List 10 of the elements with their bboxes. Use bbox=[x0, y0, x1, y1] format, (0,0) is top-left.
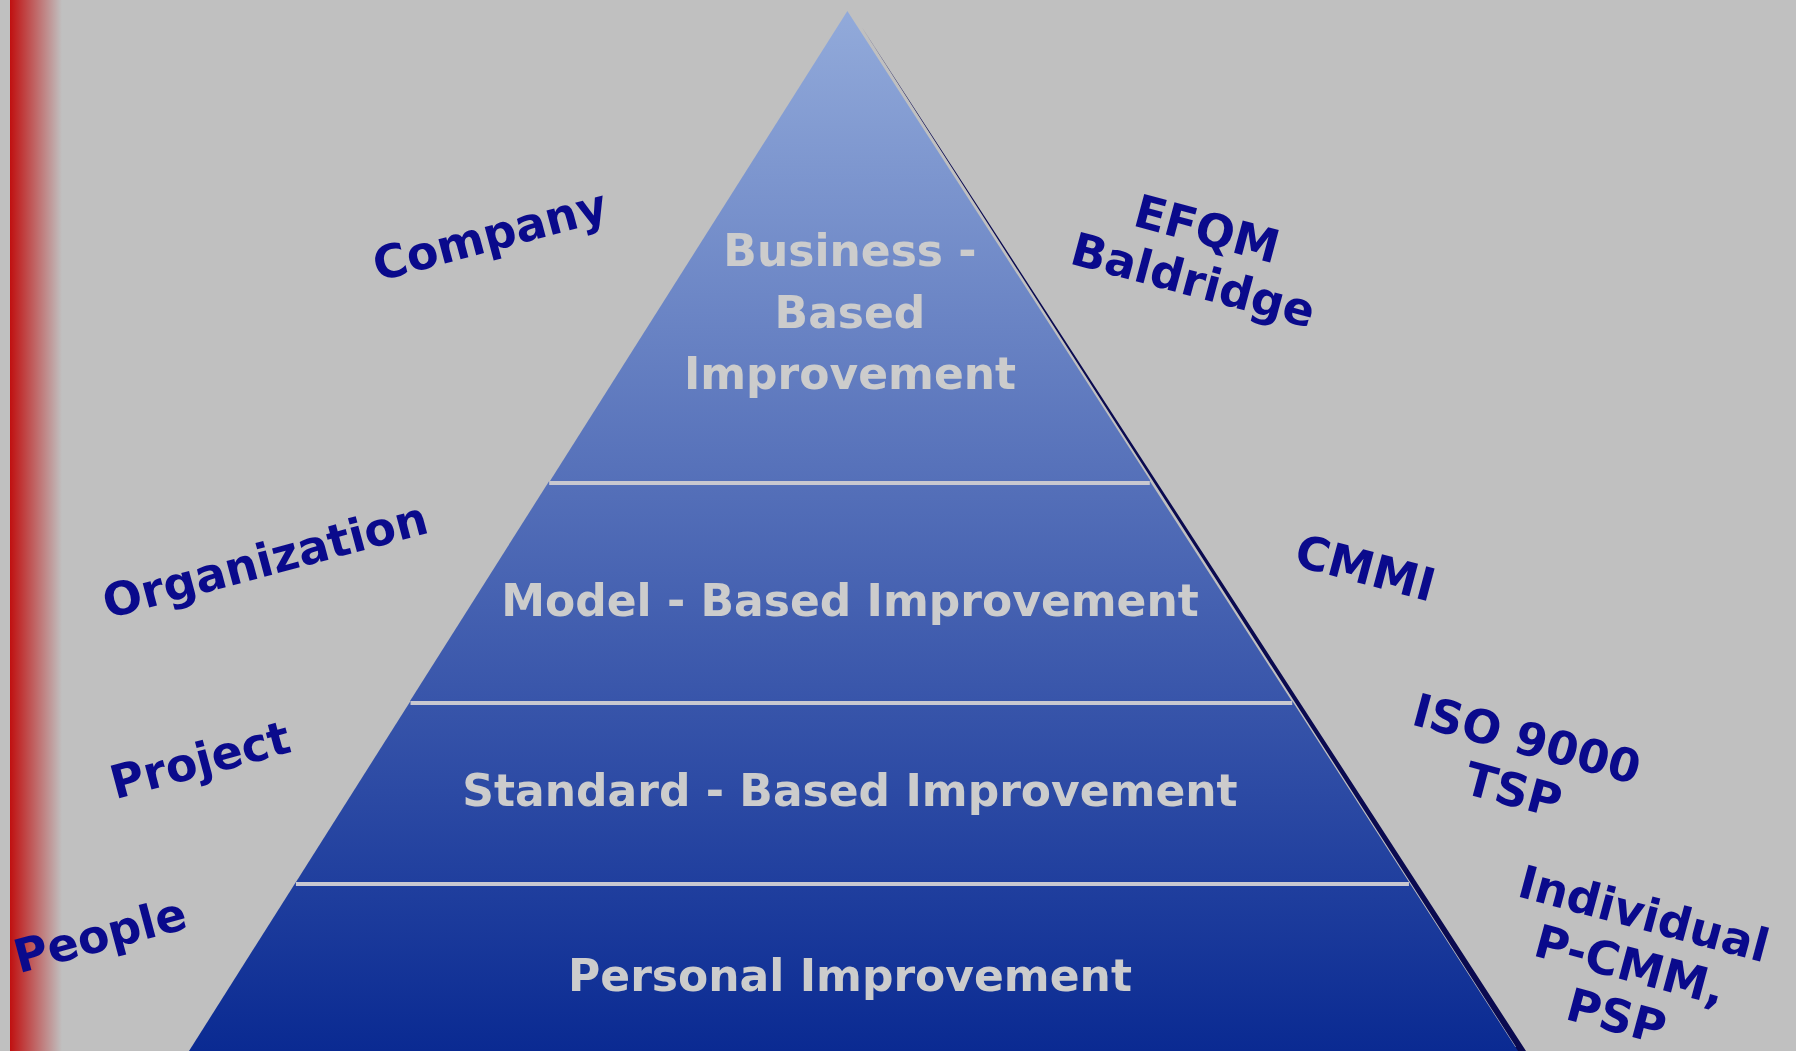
pyramid-tier bbox=[189, 882, 1518, 1051]
tier-label: Personal Improvement bbox=[567, 949, 1133, 1003]
level-label: People bbox=[8, 886, 193, 984]
tier-label: Model - Based Improvement bbox=[500, 574, 1200, 628]
tier-label: Business - Based Improvement bbox=[682, 224, 1018, 402]
level-label: Project bbox=[104, 710, 296, 810]
tier-label: Standard - Based Improvement bbox=[461, 764, 1239, 818]
level-label: CMMI bbox=[1289, 523, 1441, 612]
level-label: ISO 9000 TSP bbox=[1406, 681, 1648, 831]
pyramid-tier bbox=[295, 701, 1409, 882]
